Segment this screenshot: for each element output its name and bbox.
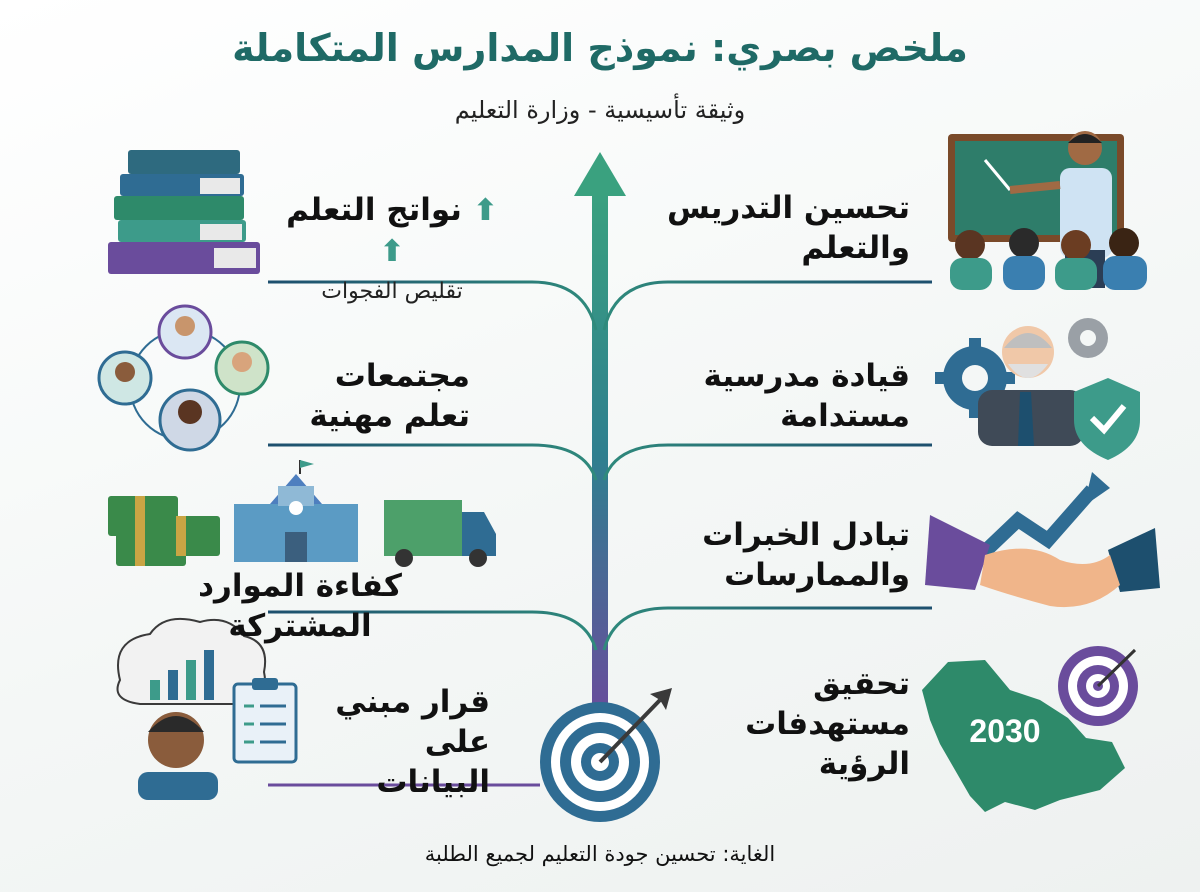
up-arrow-icon: ⬆: [379, 234, 405, 269]
page-subtitle: وثيقة تأسيسية - وزارة التعليم: [454, 96, 746, 124]
handshake-growth-icon: [925, 472, 1160, 608]
trunk-stem: [592, 190, 608, 720]
left-item-outcomes: ⬆ نواتج التعلم ⬆ تقليص الفجوات: [272, 190, 512, 312]
right-item-leadership-line2: مستدامة: [780, 398, 910, 434]
right-item-vision: تحقيق مستهدفات الرؤية: [745, 664, 910, 784]
left-item-communities: مجتمعات تعلم مهنية: [300, 356, 470, 436]
right-item-vision-line2: مستهدفات: [745, 706, 910, 742]
right-branches: [602, 280, 932, 787]
books-stack-icon: [108, 150, 260, 274]
page-title: ملخص بصري: نموذج المدارس المتكاملة: [232, 26, 968, 70]
left-item-data-decision: قرار مبني على البيانات: [320, 682, 490, 802]
right-item-leadership: قيادة مدرسية مستدامة: [704, 356, 910, 436]
left-branches: [268, 280, 598, 787]
right-item-leadership-line1: قيادة مدرسية: [703, 358, 910, 394]
right-item-experience-line2: والممارسات: [724, 557, 910, 593]
trunk-arrowhead: [574, 152, 626, 196]
left-item-communities-line2: تعلم مهنية: [309, 398, 470, 434]
money-school-truck-icon: [108, 460, 496, 567]
professional-community-icon: [97, 304, 270, 452]
saudi-map-target-icon: 2030: [922, 646, 1138, 812]
data-thinking-icon: [116, 618, 298, 800]
up-arrow-icon: ⬆: [472, 193, 498, 228]
left-item-data-decision-line1: قرار مبني: [335, 684, 490, 720]
left-item-outcomes-line1: نواتج التعلم: [286, 192, 462, 228]
right-item-teaching-line2: والتعلم: [801, 230, 910, 266]
teacher-classroom-icon: [948, 131, 1147, 290]
left-item-resources-line1: كفاءة الموارد المشتركة: [198, 568, 402, 644]
right-item-teaching-line1: تحسين التدريس: [666, 190, 910, 226]
left-item-communities-line1: مجتمعات: [334, 358, 470, 394]
left-item-outcomes-line2: تقليص الفجوات: [321, 279, 463, 304]
left-item-resources: كفاءة الموارد المشتركة: [126, 566, 474, 646]
right-item-experience-line1: تبادل الخبرات: [702, 517, 910, 553]
vision-2030-badge: 2030: [969, 713, 1040, 749]
right-item-vision-line1: تحقيق: [813, 666, 910, 702]
right-item-teaching: تحسين التدريس والتعلم: [667, 188, 910, 268]
right-item-experience: تبادل الخبرات والممارسات: [702, 515, 910, 595]
left-item-data-decision-line2: على البيانات: [376, 724, 490, 800]
right-item-vision-line3: الرؤية: [818, 746, 910, 782]
central-target-icon: [540, 688, 672, 822]
leader-gears-shield-icon: [935, 318, 1140, 460]
footer-goal: الغاية: تحسين جودة التعليم لجميع الطلبة: [424, 842, 776, 866]
